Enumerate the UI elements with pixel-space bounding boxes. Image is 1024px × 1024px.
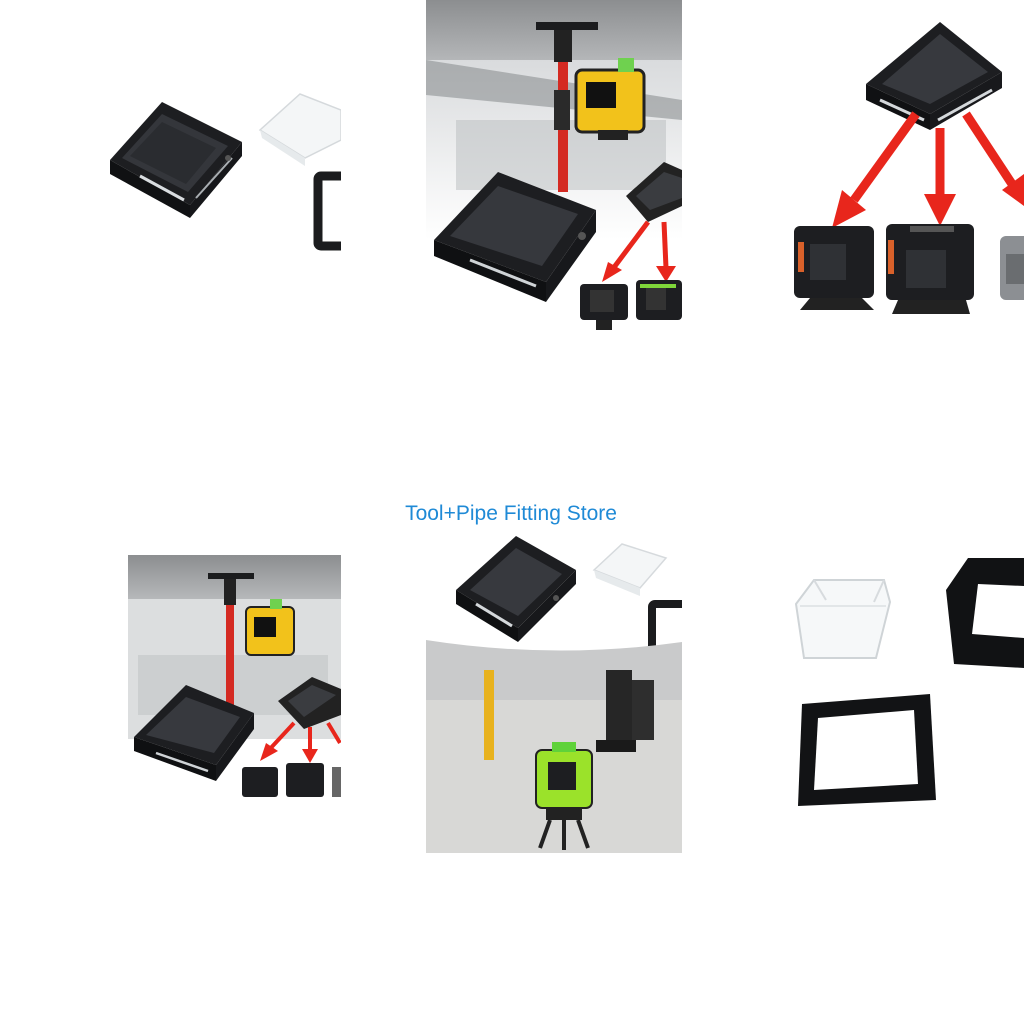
laser-level-icon [245,599,295,656]
laser-level-icon [242,763,341,797]
frame-icon [946,558,1024,668]
arrow-icon [260,721,341,763]
clear-case-icon [592,543,668,596]
frame-icon [313,171,341,251]
dark-cover-icon [134,685,254,781]
dark-cover-icon [456,536,576,642]
laser-level-icon [580,280,682,330]
product-tile-ceiling-mount[interactable] [426,0,682,334]
product-tile-parts[interactable] [790,550,1024,810]
arrow-icon [832,111,1024,228]
laser-level-icon [886,224,974,314]
ceiling-pole-icon [536,22,598,192]
clear-case-icon [794,579,892,659]
store-name: Tool+Pipe Fitting Store [405,502,617,525]
product-tile-cover-parts[interactable] [100,80,341,260]
dark-cover-icon [110,93,341,251]
frame-icon [798,694,936,806]
product-tile-compatible-lasers[interactable] [770,14,1024,320]
laser-level-icon [574,58,646,140]
product-tile-ceiling-mount-small[interactable] [128,555,341,810]
small-cover-icon [278,677,341,729]
dark-cover-icon [866,22,1002,130]
clear-case-icon [258,93,341,166]
laser-level-icon [535,742,593,850]
small-cover-icon [626,162,682,222]
product-tile-cover-floor-laser[interactable] [426,530,682,853]
laser-level-icon [794,226,874,310]
dark-cover-icon [434,172,596,302]
ceiling-pole-icon [208,573,254,705]
arrow-icon [602,220,676,282]
laser-level-icon [1000,236,1024,300]
